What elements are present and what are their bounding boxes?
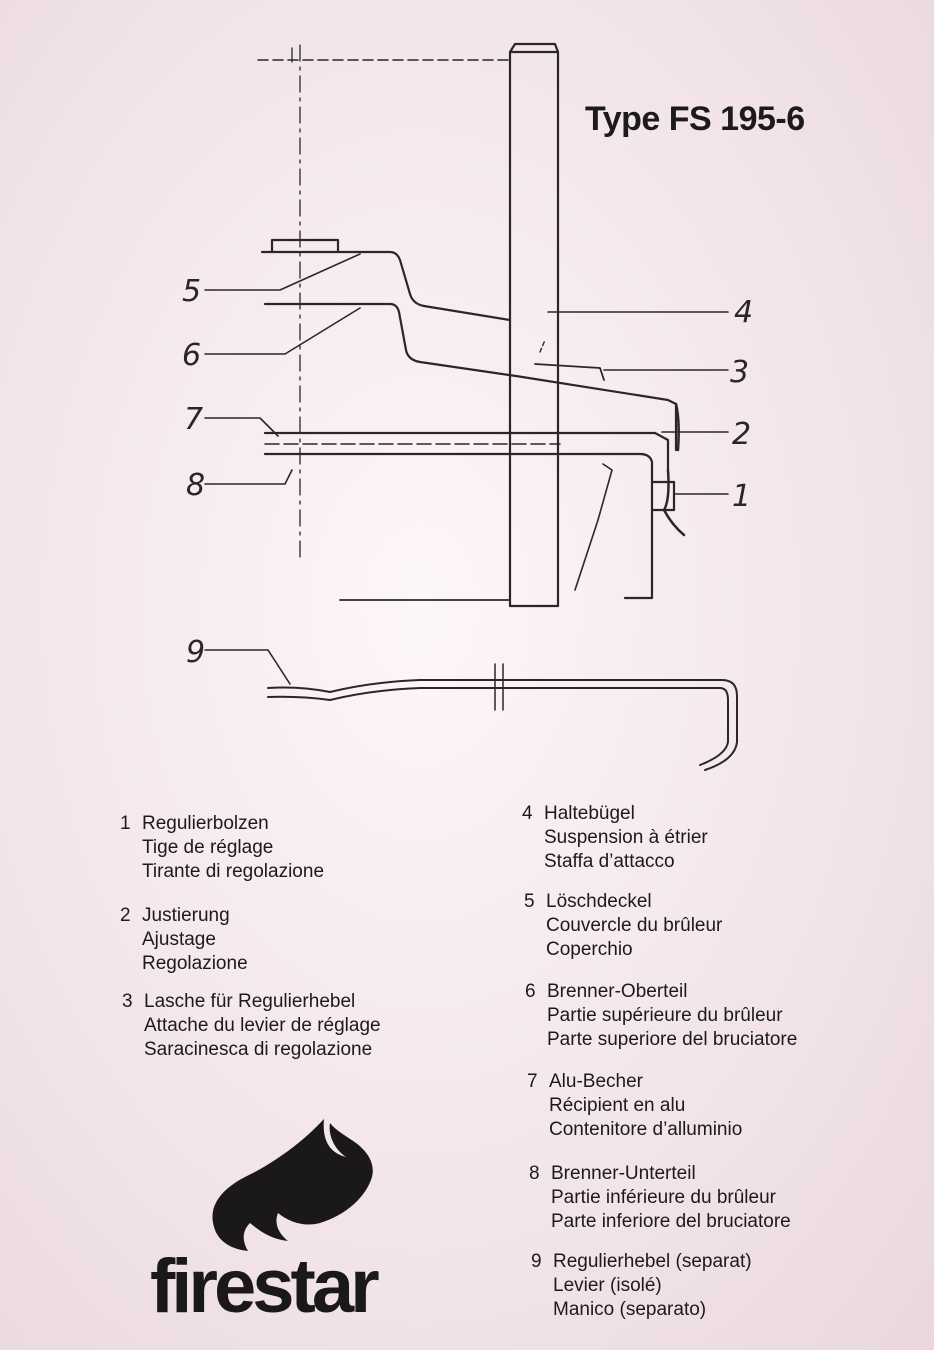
callout-6: 6 (182, 338, 201, 373)
legend-item-2-de: Justierung (142, 905, 230, 926)
brand-wordmark: firestar (150, 1244, 380, 1329)
burner-cross-section-diagram: 5 6 7 8 9 4 3 2 1 (182, 42, 753, 771)
regulator-tab-shape (534, 363, 605, 381)
legend-item-9-it: Manico (separato) (553, 1299, 707, 1320)
legend-item-7-fr: Récipient en alu (549, 1095, 686, 1116)
legend-item-4-fr: Suspension à étrier (544, 827, 708, 848)
flame-icon (212, 1119, 373, 1251)
legend-item-1-fr: Tige de réglage (142, 837, 274, 858)
legend-item-1-it: Tirante di regolazione (142, 861, 325, 882)
legend-item-6-fr: Partie supérieure du brûleur (547, 1005, 783, 1026)
callout-2: 2 (732, 417, 751, 452)
legend-item-5-de: Löschdeckel (546, 891, 652, 912)
legend-item-2-fr: Ajustage (142, 929, 216, 950)
legend-item-6-de: Brenner-Oberteil (547, 981, 688, 1002)
legend-item-6-it: Parte superiore del bruciatore (547, 1029, 798, 1050)
callout-1: 1 (732, 479, 751, 514)
legend-item-5-fr: Couvercle du brûleur (546, 915, 723, 936)
callout-5: 5 (182, 274, 201, 309)
callout-9: 9 (186, 635, 205, 670)
legend-item-7-de: Alu-Becher (549, 1071, 643, 1092)
legend-item-3-fr: Attache du levier de réglage (144, 1015, 381, 1036)
legend-item-3-de: Lasche für Regulierhebel (144, 991, 356, 1012)
legend-item-7-it: Contenitore d’alluminio (549, 1119, 743, 1140)
legend-item-4-de: Haltebügel (544, 803, 635, 824)
legend-item-3-it: Saracinesca di regolazione (144, 1039, 373, 1060)
legend-item-8-fr: Partie inférieure du brûleur (551, 1187, 776, 1208)
callout-4: 4 (734, 295, 753, 330)
regulating-lever-shape (267, 679, 738, 771)
cover-knob-shape (270, 238, 340, 253)
legend-item-5-it: Coperchio (546, 939, 633, 960)
model-title: Type FS 195-6 (585, 100, 805, 138)
callout-7: 7 (184, 402, 203, 437)
burner-lower-part-shape (574, 463, 613, 591)
legend-item-8-it: Parte inferiore del bruciatore (551, 1211, 791, 1232)
callout-3: 3 (730, 355, 749, 390)
firestar-logo: firestar (150, 1115, 480, 1335)
callout-8: 8 (186, 468, 205, 503)
legend-item-1-de: Regulierbolzen (142, 813, 269, 834)
legend-item-9-fr: Levier (isolé) (553, 1275, 662, 1296)
burner-upper-part-shape (263, 302, 678, 452)
extinguisher-cover-shape (260, 250, 512, 322)
legend-item-9-de: Regulierhebel (separat) (553, 1251, 752, 1272)
legend-item-4-it: Staffa d’attacco (544, 851, 675, 872)
suspension-bracket-shape (508, 50, 560, 608)
legend-item-2-it: Regolazione (142, 953, 248, 974)
legend-item-8-de: Brenner-Unterteil (551, 1163, 696, 1184)
aluminium-cup-shape (263, 431, 670, 472)
regulating-bolt-shape (650, 480, 676, 512)
callout-leader-lines (204, 253, 729, 685)
